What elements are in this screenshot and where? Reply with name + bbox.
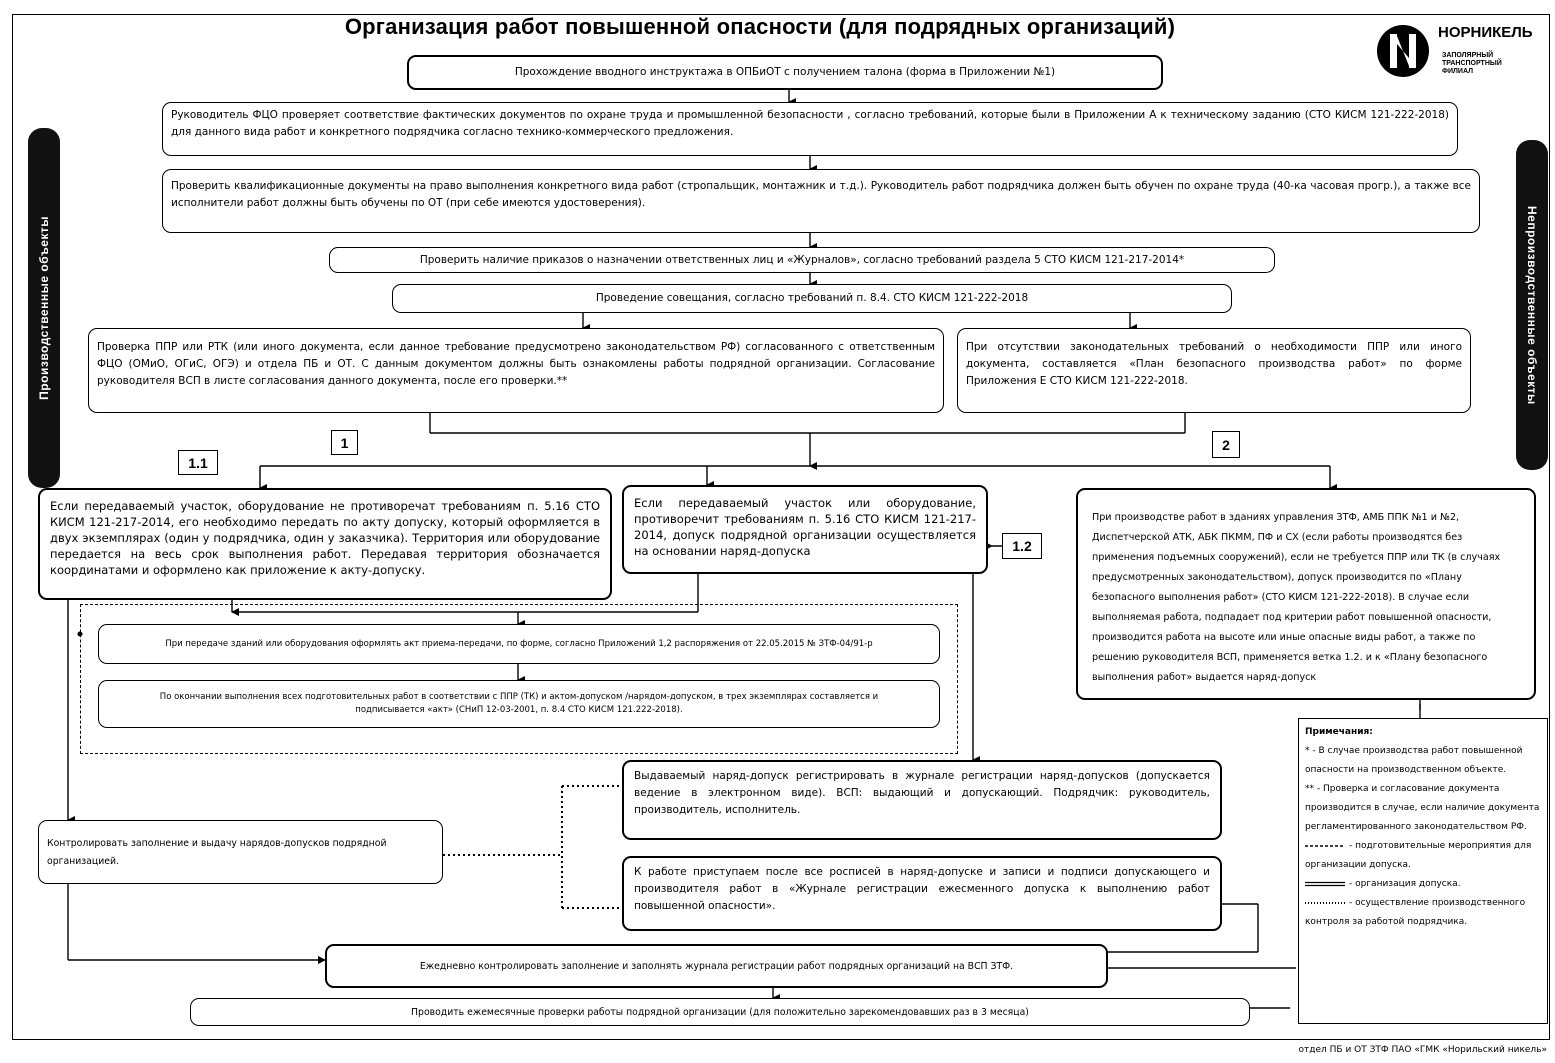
step-meeting: Проведение совещания, согласно требовани… bbox=[392, 284, 1232, 313]
dashed-line-icon bbox=[1305, 844, 1345, 847]
footer-credit: отдел ПБ и ОТ ЗТФ ПАО «ГМК «Норильский н… bbox=[1298, 1045, 1547, 1055]
branch-1-1-acceptance-act: Если передаваемый участок, оборудование … bbox=[38, 488, 612, 600]
dotted-line-icon bbox=[1305, 901, 1345, 904]
branch-2-non-production: При производстве работ в зданиях управле… bbox=[1076, 488, 1536, 700]
step-check-qualification: Проверить квалификационные документы на … bbox=[162, 169, 1480, 233]
legend-preparatory: - подготовительные мероприятия для орган… bbox=[1305, 841, 1532, 870]
logo-subtitle: ЗАПОЛЯРНЫЙ ТРАНСПОРТНЫЙ ФИЛИАЛ bbox=[1442, 52, 1502, 75]
step-check-documents: Руководитель ФЦО проверяет соответствие … bbox=[162, 102, 1458, 156]
legend-admission: - организация допуска. bbox=[1305, 875, 1541, 894]
double-line-icon bbox=[1305, 881, 1345, 886]
side-label-non-production: Непроизводственные объекты bbox=[1516, 140, 1548, 470]
step-daily-control: Ежедневно контролировать заполнение и за… bbox=[325, 944, 1108, 988]
step-safe-work-plan: При отсутствии законодательных требовани… bbox=[957, 328, 1471, 413]
page-title: Организация работ повышенной опасности (… bbox=[344, 14, 1176, 39]
step-register-permit: Выдаваемый наряд-допуск регистрировать в… bbox=[622, 760, 1222, 840]
notes-panel: Примечания: * - В случае производства ра… bbox=[1298, 718, 1548, 1024]
note-1: * - В случае производства работ повышенн… bbox=[1305, 746, 1523, 775]
branch-1-2-work-permit: Если передаваемый участок или оборудован… bbox=[622, 485, 988, 574]
preparatory-measures-group bbox=[80, 604, 958, 754]
step-induction-briefing: Прохождение вводного инструктажа в ОПБиО… bbox=[407, 55, 1163, 90]
step-check-orders-journals: Проверить наличие приказов о назначении … bbox=[329, 247, 1275, 273]
branch-label-2: 2 bbox=[1212, 431, 1240, 458]
page-frame bbox=[12, 14, 1550, 1040]
logo-name: НОРНИКЕЛЬ bbox=[1438, 24, 1533, 41]
branch-label-1-2: 1.2 bbox=[1002, 533, 1042, 559]
step-check-ppr-rtk: Проверка ППР или РТК (или иного документ… bbox=[88, 328, 944, 413]
legend-control: - осуществление производственного контро… bbox=[1305, 898, 1526, 927]
step-control-permits: Контролировать заполнение и выдачу наряд… bbox=[38, 820, 443, 884]
step-monthly-checks: Проводить ежемесячные проверки работы по… bbox=[190, 998, 1250, 1026]
step-handover-act: При передаче зданий или оборудования офо… bbox=[98, 624, 940, 664]
note-2: ** - Проверка и согласование документа п… bbox=[1305, 784, 1540, 832]
notes-title: Примечания: bbox=[1305, 727, 1373, 737]
nornickel-logo-icon bbox=[1377, 25, 1429, 77]
step-start-work: К работе приступаем после все росписей в… bbox=[622, 856, 1222, 931]
step-final-act: По окончании выполнения всех подготовите… bbox=[98, 680, 940, 728]
branch-label-1-1: 1.1 bbox=[178, 450, 218, 475]
side-label-production: Производственные объекты bbox=[28, 128, 60, 488]
branch-label-1: 1 bbox=[331, 430, 358, 455]
